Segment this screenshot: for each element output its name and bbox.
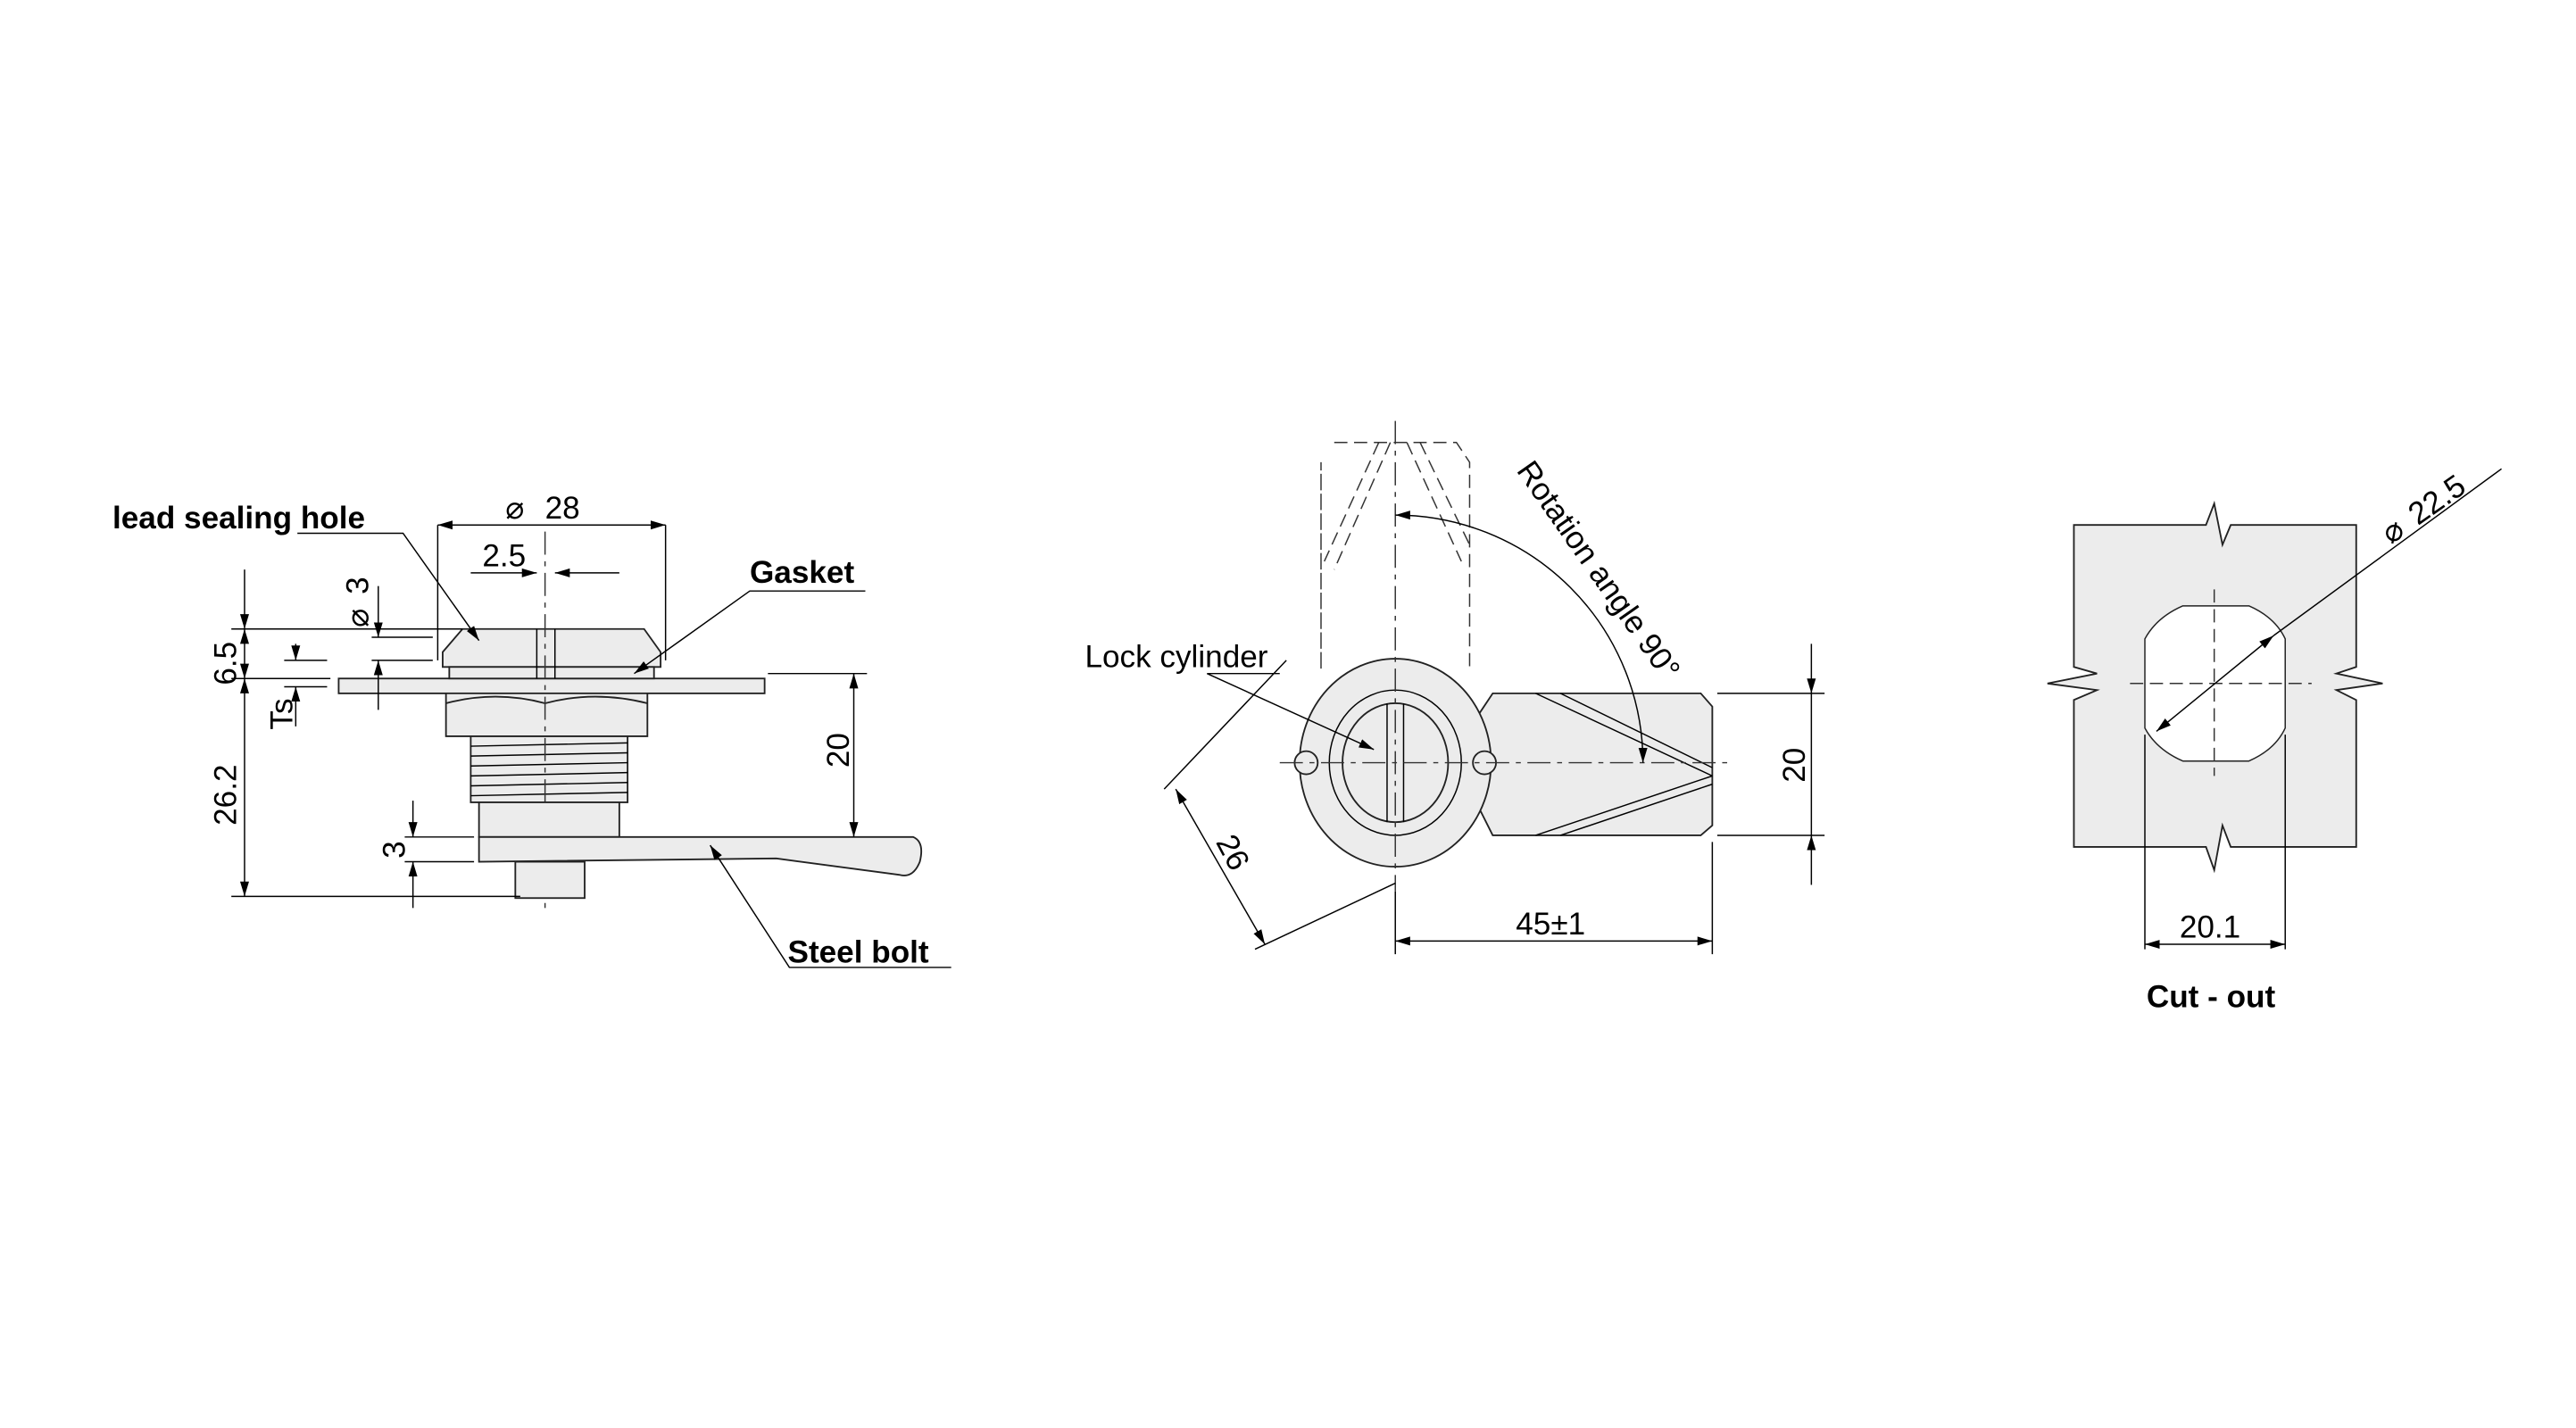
diameter-symbol: ⌀ [2375,511,2411,551]
dim-26: 26 [1209,829,1257,876]
gasket-label: Gasket [750,555,854,590]
dim-26-2: 26.2 [209,764,244,825]
diameter-symbol: ⌀ [341,609,376,627]
dim-diameter-28: 28 [545,491,580,526]
lead-sealing-hole-label: lead sealing hole [112,501,365,536]
steel-bolt-cam [478,835,923,876]
dim-diameter-3: 3 [341,577,376,594]
dim-45: 45±1 [1516,907,1585,942]
front-view: Lock cylinder Rotation angle 90° 26 20 4… [1084,420,1825,955]
hex-nut [445,692,649,737]
panel-plate [337,677,766,694]
steel-bolt-label: Steel bolt [788,934,929,969]
cutout-title: Cut - out [2147,979,2276,1014]
gasket-ring [448,666,655,680]
rotation-angle-label: Rotation angle 90° [1510,454,1687,685]
cap [442,627,662,668]
dim-ts: Ts [265,698,300,729]
dim-20: 20 [821,733,856,768]
dim-diameter-22-5: 22.5 [2402,469,2472,532]
bottom-nut [514,860,586,900]
diameter-symbol: ⌀ [505,491,524,526]
cutout-view: ⌀ 22.5 20.1 Cut - out [2047,469,2502,1014]
dim-2-5: 2.5 [482,538,526,573]
dim-20-front: 20 [1777,748,1812,783]
barrel [478,801,620,838]
bolt-arm [1478,692,1714,836]
side-view: lead sealing hole Gasket Steel bolt ⌀ 28… [112,491,951,969]
lock-cylinder-label: Lock cylinder [1084,639,1267,674]
dim-20-1: 20.1 [2180,910,2240,945]
dim-6-5: 6.5 [209,642,244,685]
thread [469,735,629,803]
dim-3: 3 [377,841,411,859]
